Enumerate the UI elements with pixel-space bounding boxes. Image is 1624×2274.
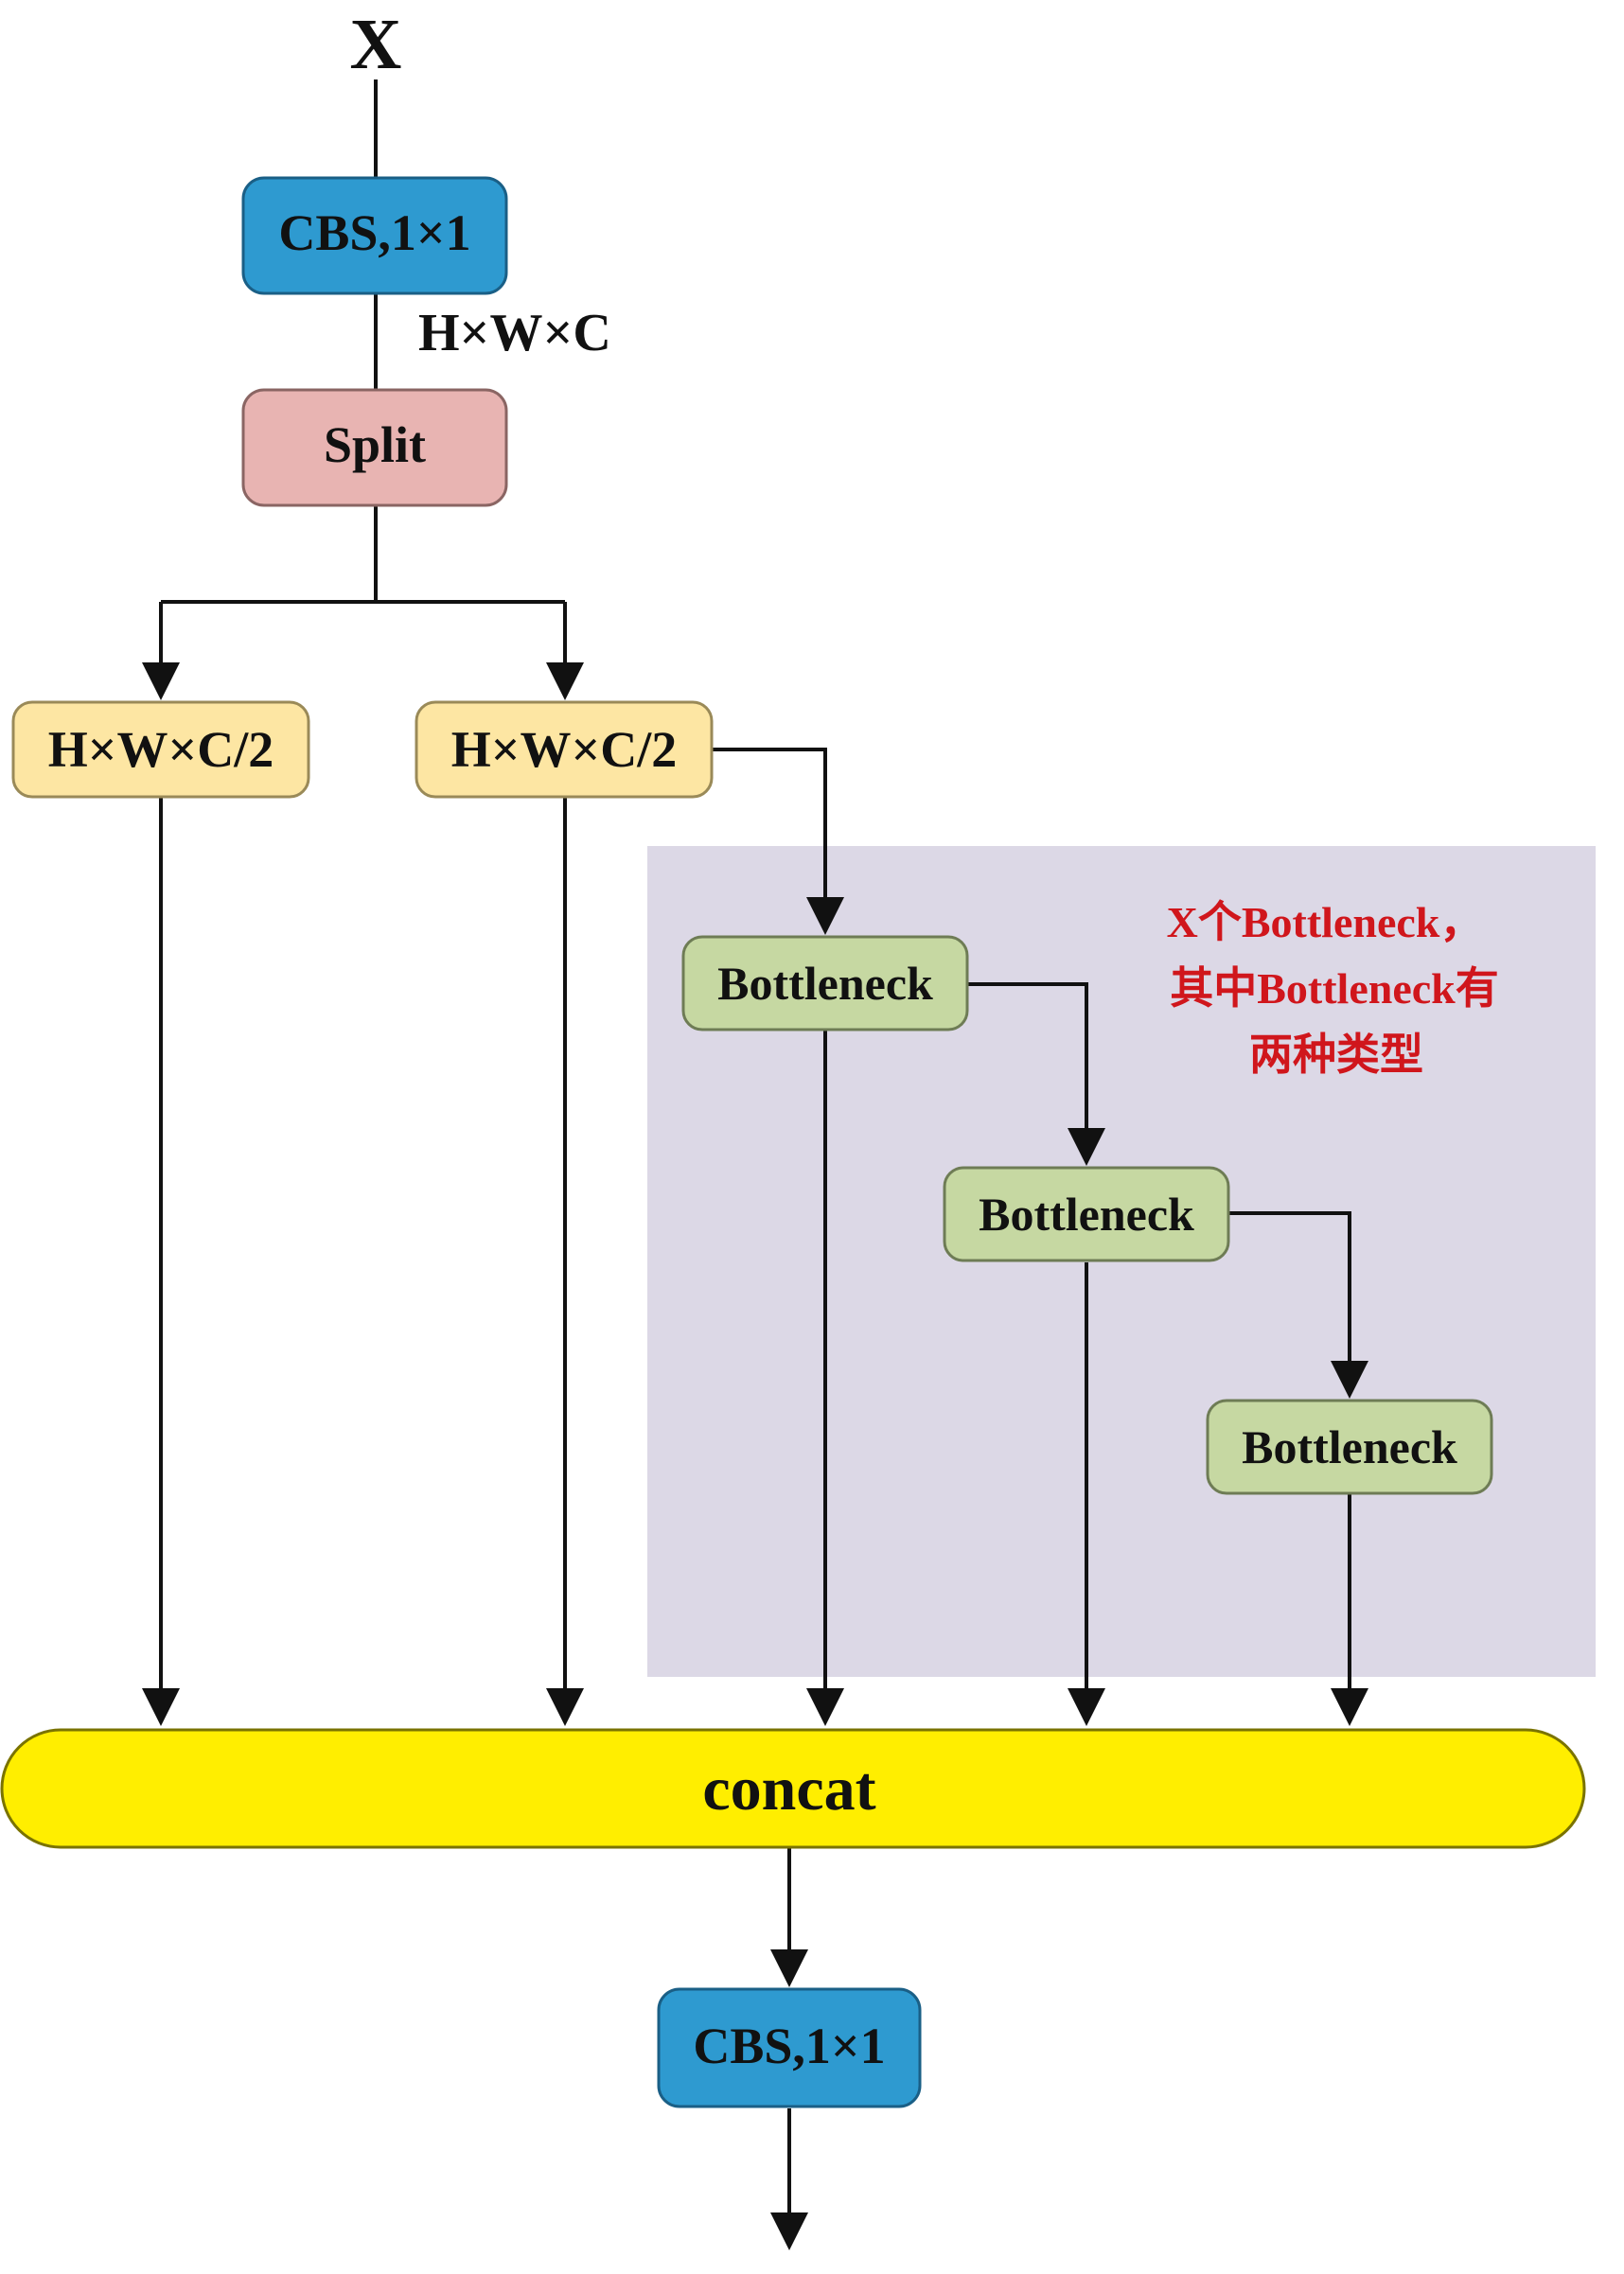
- bottleneck1-to-2-arrow: [967, 982, 1105, 1166]
- half-right-node: H×W×C/2: [415, 700, 714, 799]
- connectors: [142, 79, 1368, 2250]
- bottleneck-3-label: Bottleneck: [1242, 1420, 1457, 1473]
- note-line-1: X个Bottleneck，: [1167, 898, 1484, 946]
- split-label: Split: [324, 416, 426, 473]
- note-line-2: 其中Bottleneck有: [1170, 964, 1499, 1013]
- bottleneck-note: X个Bottleneck， 其中Bottleneck有 两种类型: [1167, 898, 1499, 1079]
- dimension-label: H×W×C: [418, 304, 611, 362]
- half-to-bottleneck1-arrow: [712, 748, 844, 935]
- note-line-3: 两种类型: [1249, 1031, 1423, 1079]
- half-right-label: H×W×C/2: [451, 721, 678, 778]
- bottleneck-node-2: Bottleneck: [943, 1166, 1230, 1262]
- half-left-node: H×W×C/2: [11, 700, 310, 799]
- bottleneck-node-3: Bottleneck: [1206, 1399, 1493, 1495]
- cbs-top-label: CBS,1×1: [278, 204, 470, 261]
- bottleneck-node-1: Bottleneck: [681, 935, 969, 1031]
- cbs-bottom-node: CBS,1×1: [657, 1987, 922, 2108]
- half-left-label: H×W×C/2: [48, 721, 274, 778]
- split-node: Split: [241, 388, 508, 507]
- input-label: X: [350, 5, 402, 84]
- bottleneck-1-label: Bottleneck: [717, 957, 933, 1010]
- bottleneck2-to-3-arrow: [1228, 1211, 1368, 1399]
- concat-label: concat: [702, 1754, 875, 1824]
- concat-node: concat: [0, 1728, 1586, 1849]
- cbs-bottom-label: CBS,1×1: [693, 2018, 885, 2074]
- cbs-top-node: CBS,1×1: [241, 176, 508, 295]
- bottleneck-2-label: Bottleneck: [979, 1188, 1194, 1241]
